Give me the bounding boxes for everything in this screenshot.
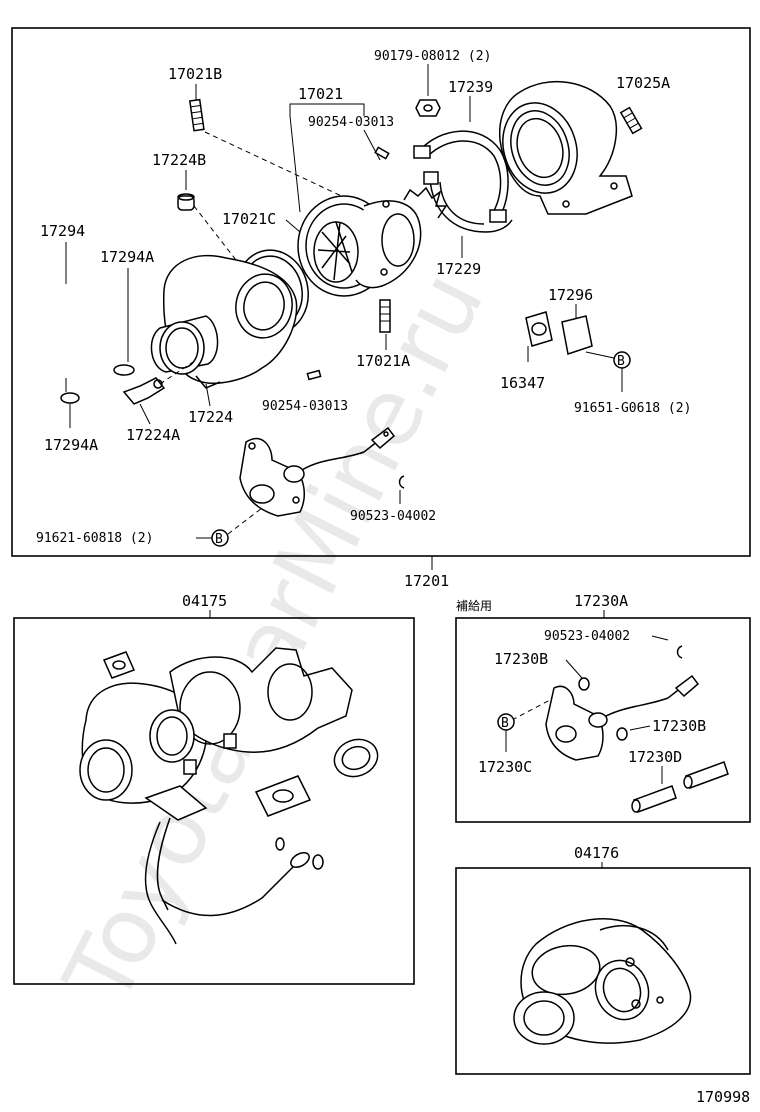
part-label-17021B[interactable]: 17021B <box>168 65 222 83</box>
center-core-17021 <box>297 186 448 297</box>
hose-17294 <box>57 285 123 381</box>
stud-17025A <box>619 106 643 135</box>
part-label-17294[interactable]: 17294 <box>40 222 85 240</box>
supply-note-label: 補給用 <box>456 599 492 613</box>
assy-04175-frame <box>13 617 415 985</box>
part-label-90254-03013-top[interactable]: 90254-03013 <box>308 115 394 130</box>
assy-04176-frame <box>455 867 751 1075</box>
kit-washer-17230B-top <box>578 677 590 691</box>
turbo-assembly-04175-illustration <box>79 647 379 945</box>
part-label-91621-60818[interactable]: 91621-60818 (2) <box>36 531 153 546</box>
part-label-17021A[interactable]: 17021A <box>356 352 410 370</box>
wastegate-actuator <box>239 426 396 517</box>
kit-label-17230A[interactable]: 17230A <box>574 592 628 610</box>
hose-clamp-17294A-bottom <box>60 392 80 404</box>
compressor-housing-17224 <box>150 254 298 389</box>
clamp-17239 <box>413 130 509 223</box>
part-label-17229[interactable]: 17229 <box>436 260 481 278</box>
part-label-17224[interactable]: 17224 <box>188 408 233 426</box>
diagram-id: 170998 <box>696 1088 750 1106</box>
pin-90254-bottom <box>306 369 322 381</box>
marker-b-text-1: B <box>617 354 625 369</box>
kit-17230A-frame <box>455 617 751 823</box>
turbine-housing-17025A <box>498 80 633 215</box>
stud-17021A <box>379 299 391 333</box>
part-label-17224A[interactable]: 17224A <box>126 426 180 444</box>
assembly-number-17201[interactable]: 17201 <box>404 572 449 590</box>
pin-90254-top <box>374 146 390 160</box>
gasket-16347 <box>525 311 553 347</box>
turbo-assembly-04176-illustration <box>513 918 692 1045</box>
plug-17224B <box>177 193 195 211</box>
part-label-16347[interactable]: 16347 <box>500 374 545 392</box>
stud-17021B <box>188 98 205 132</box>
part-label-17294A-top[interactable]: 17294A <box>100 248 154 266</box>
part-label-17025A[interactable]: 17025A <box>616 74 670 92</box>
hose-clamp-17294A-top <box>113 364 135 376</box>
watermark: ToyotaCarMine.ru <box>44 255 505 1021</box>
assembly-label-04176[interactable]: 04176 <box>574 844 619 862</box>
part-label-17021C[interactable]: 17021C <box>222 210 276 228</box>
clip-90523 <box>398 475 405 489</box>
part-label-17296[interactable]: 17296 <box>548 286 593 304</box>
main-assembly-frame <box>11 27 751 557</box>
part-label-17021[interactable]: 17021 <box>298 85 343 103</box>
kit-washer-17230B-right <box>616 727 628 741</box>
part-label-17230B-right[interactable]: 17230B <box>652 717 706 735</box>
kit-actuator-17230 <box>545 674 700 761</box>
marker-b-91621 <box>211 529 229 547</box>
part-label-17230C[interactable]: 17230C <box>478 758 532 776</box>
marker-b-text-2: B <box>215 532 223 547</box>
part-label-17230B-top[interactable]: 17230B <box>494 650 548 668</box>
part-label-17224B[interactable]: 17224B <box>152 151 206 169</box>
elbow-fitting-17224A <box>122 377 166 405</box>
clamp-17229 <box>423 171 513 233</box>
part-label-90523-04002-kit[interactable]: 90523-04002 <box>544 629 630 644</box>
assembly-label-04175[interactable]: 04175 <box>182 592 227 610</box>
part-label-90523-04002-main[interactable]: 90523-04002 <box>350 509 436 524</box>
part-label-90254-03013-bottom[interactable]: 90254-03013 <box>262 399 348 414</box>
kit-clip-90523 <box>676 645 683 659</box>
part-label-17230D[interactable]: 17230D <box>628 748 682 766</box>
part-label-91651-G0618[interactable]: 91651-G0618 (2) <box>574 401 691 416</box>
part-label-17294A-bottom[interactable]: 17294A <box>44 436 98 454</box>
nut-90179 <box>415 99 441 117</box>
part-label-17239[interactable]: 17239 <box>448 78 493 96</box>
kit-hose-17230D <box>631 761 729 813</box>
part-label-90179-08012[interactable]: 90179-08012 (2) <box>374 49 491 64</box>
kit-marker-b-text: B <box>501 716 509 731</box>
plate-17296 <box>561 315 593 355</box>
